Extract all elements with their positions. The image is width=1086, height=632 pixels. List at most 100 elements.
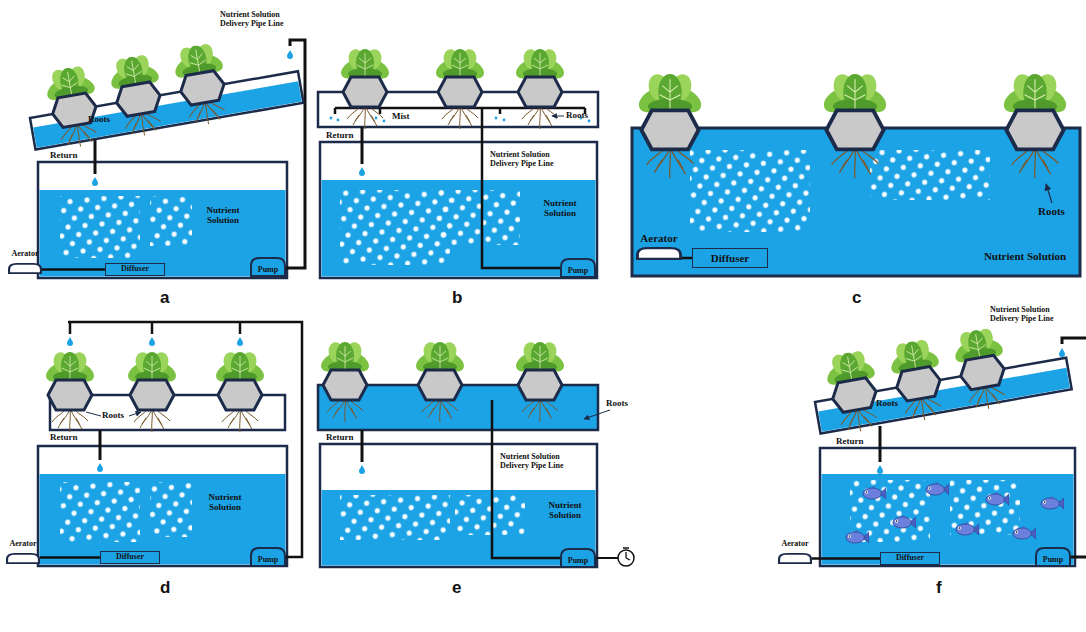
panel-letter: a (160, 288, 169, 308)
node-text: Pump (568, 557, 588, 566)
illustration-part (338, 47, 393, 129)
illustration-part (1000, 71, 1071, 178)
illustration-part (820, 71, 891, 178)
part-label: Nutrient Solution Delivery Pipe Line (990, 305, 1074, 323)
panel-letter: f (936, 578, 942, 598)
diffuser-box: Diffuser (100, 551, 160, 564)
illustration-part (820, 346, 888, 436)
illustration-part (440, 190, 520, 245)
aerator-outline (8, 263, 42, 274)
part-label: Nutrient Solution (975, 250, 1075, 263)
illustration-part (125, 350, 180, 432)
illustration-part (870, 150, 990, 200)
illustration-part (807, 313, 1072, 438)
pump-shape (251, 258, 285, 276)
system-c (632, 71, 1080, 276)
node-text: Diffuser (711, 252, 750, 264)
part-label: Return (326, 130, 354, 140)
illustration-part (1059, 348, 1065, 357)
node-text: Pump (1043, 556, 1063, 565)
aerator-symbol: Aerator (636, 232, 682, 260)
node-text: Aerator (781, 540, 808, 549)
illustration-part (846, 530, 869, 543)
part-label: Nutrient Solution (198, 205, 248, 226)
illustration-part (150, 196, 192, 246)
illustration-part (413, 340, 468, 422)
aerator-shape (779, 554, 811, 563)
illustration-part (1046, 184, 1052, 203)
illustration-part (455, 495, 525, 535)
illustration-part (337, 119, 340, 122)
aerator-shape (7, 554, 39, 563)
illustration-part (67, 337, 73, 346)
illustration-part (149, 337, 155, 346)
illustration-part (320, 444, 597, 567)
aerator-outline (6, 553, 40, 564)
illustration-part (60, 482, 140, 542)
illustration-part (40, 190, 286, 277)
pump-symbol: Pump (560, 548, 596, 568)
part-label: Nutrient Solution (540, 500, 590, 521)
illustration-part (22, 27, 304, 155)
illustration-part (623, 548, 630, 560)
illustration-part (335, 108, 585, 268)
illustration-part (375, 117, 378, 120)
illustration-part (588, 120, 591, 123)
illustration-part (237, 337, 243, 346)
illustration-part (322, 180, 596, 277)
illustration-part (822, 474, 1074, 565)
illustration-part (68, 322, 302, 557)
part-label: Roots (876, 398, 898, 408)
panel-letter: b (452, 288, 462, 308)
illustration-part (359, 465, 365, 474)
aerator-symbol: Aerator (778, 540, 812, 564)
pump-symbol: Pump (1035, 547, 1071, 567)
node-text: Aerator (11, 250, 38, 259)
illustration-part (287, 50, 293, 59)
illustration-part (1041, 496, 1064, 509)
illustration-part (383, 120, 386, 123)
air-line (40, 556, 100, 559)
illustration-part (950, 480, 1020, 535)
part-label: Roots (88, 114, 110, 124)
part-label: Return (50, 432, 78, 442)
pump-symbol: Pump (560, 258, 596, 278)
aerator-symbol: Aerator (6, 540, 40, 564)
illustration-part (361, 430, 364, 462)
illustration-part (38, 446, 287, 566)
illustration-part (552, 116, 564, 117)
illustration-part (986, 492, 1009, 505)
part-label: Roots (566, 110, 588, 120)
part-label: Nutrient Solution (535, 198, 585, 219)
pump-shape (251, 548, 285, 566)
illustration-part (513, 47, 568, 129)
illustration-part (877, 465, 883, 474)
node-text: Diffuser (116, 553, 144, 562)
illustration-part (361, 127, 364, 164)
pump-symbol: Pump (250, 257, 286, 277)
illustration-part (850, 480, 930, 542)
illustration-part (43, 350, 98, 432)
illustration-part (38, 162, 287, 278)
system-d (38, 322, 302, 566)
illustration-part (503, 119, 506, 122)
illustration-part (884, 335, 952, 425)
system-f (807, 313, 1086, 566)
node-text: Aerator (9, 540, 36, 549)
aerator-shape (637, 248, 680, 259)
aerator-symbol: Aerator (8, 250, 42, 274)
node-text: Diffuser (896, 554, 924, 563)
illustration-part (359, 167, 365, 176)
illustration-part (322, 490, 596, 566)
illustration-part (948, 323, 1016, 413)
part-label: Nutrient Solution Delivery Pipe Line (500, 452, 584, 470)
illustration-part (92, 177, 98, 186)
system-b (318, 47, 598, 278)
node-text: Aerator (640, 232, 677, 244)
illustration-part (330, 117, 333, 120)
system-e (318, 340, 634, 567)
illustration-part (213, 350, 268, 432)
aerator-outline (778, 553, 812, 564)
